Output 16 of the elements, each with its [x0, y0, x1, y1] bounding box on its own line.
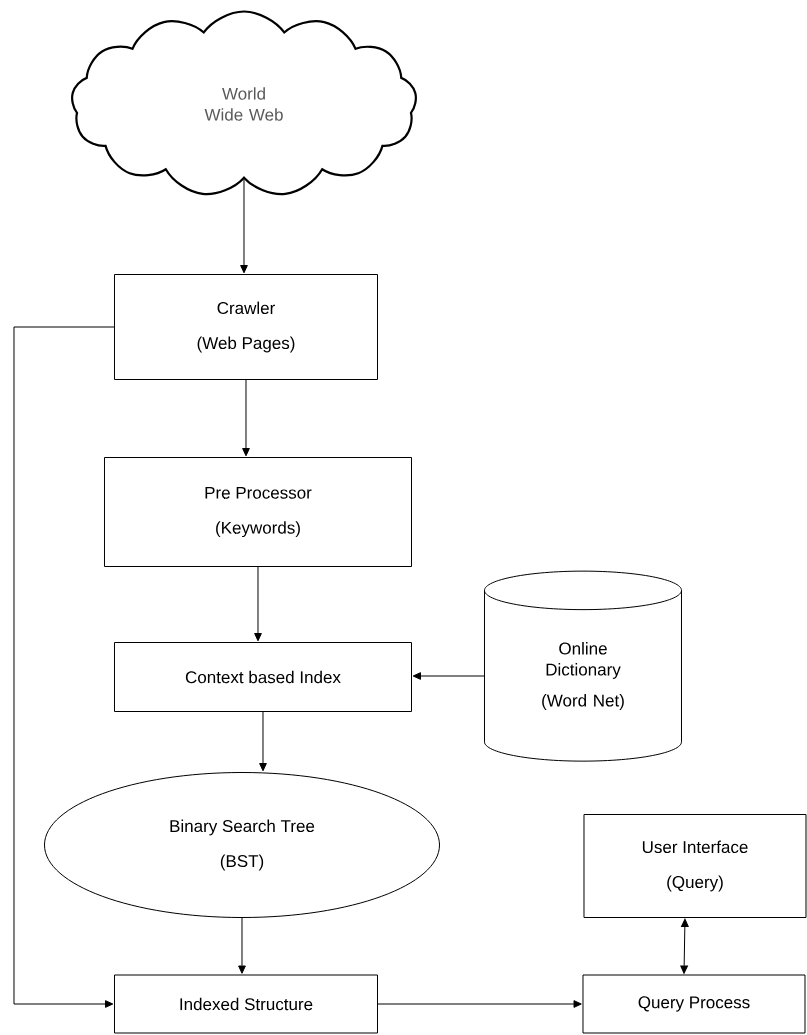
process-box: Query Process: [582, 974, 806, 1034]
arrow: [13, 326, 115, 1008]
process-box: Indexed Structure: [114, 974, 378, 1034]
arrow: [242, 379, 250, 457]
arrow: [254, 566, 262, 642]
arrow: [377, 1000, 582, 1008]
arrow: [240, 178, 248, 274]
process-box: Context based Index: [114, 642, 412, 712]
arrow: [680, 918, 689, 974]
arrow: [259, 711, 267, 772]
database-cylinder: Online Dictionary (Word Net): [484, 570, 682, 762]
arrow: [238, 917, 246, 974]
process-box: User Interface (Query): [583, 814, 807, 918]
arrow: [412, 672, 485, 680]
process-box: Crawler (Web Pages): [114, 274, 378, 380]
process-box: Pre Processor (Keywords): [104, 457, 412, 567]
